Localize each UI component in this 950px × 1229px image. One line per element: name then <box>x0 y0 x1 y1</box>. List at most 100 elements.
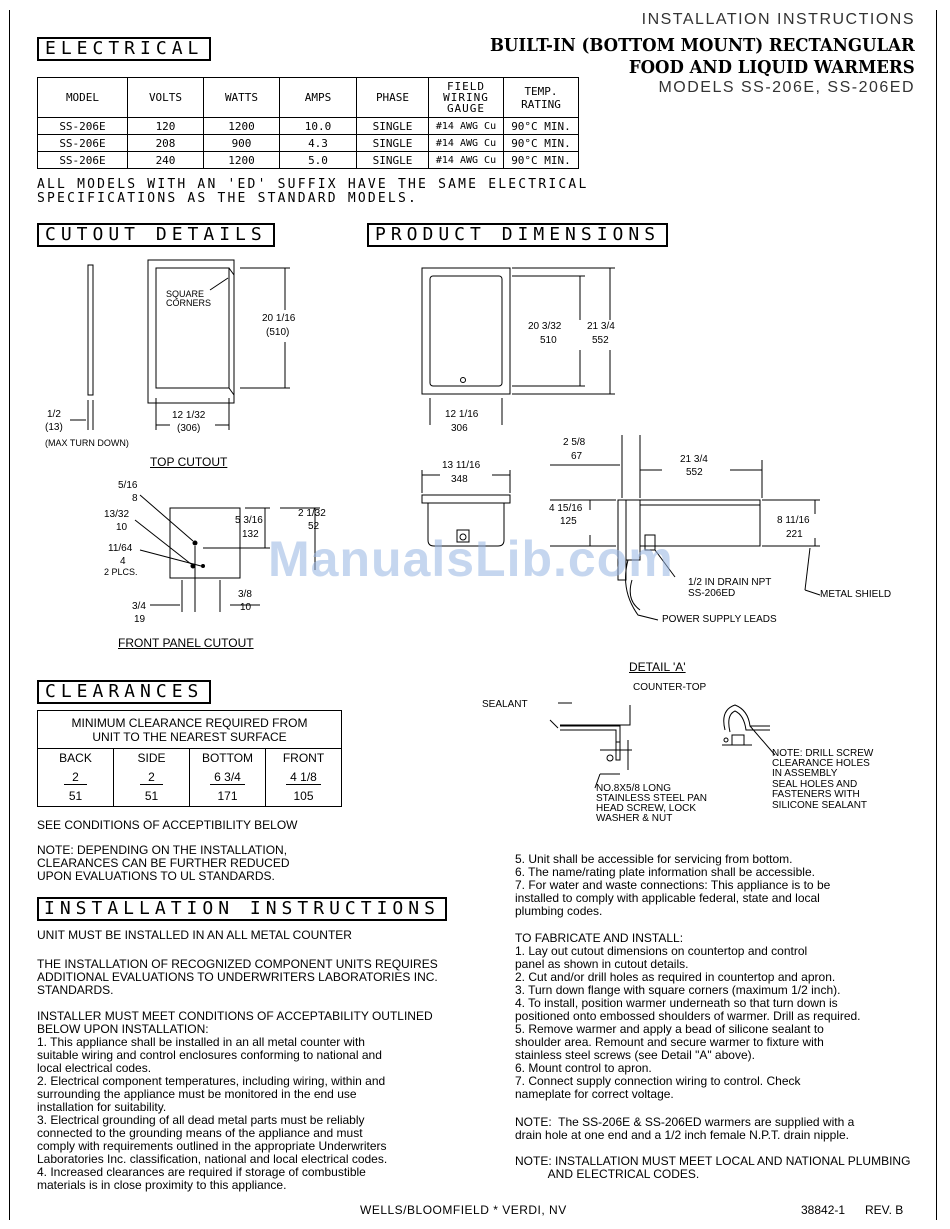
clearance-values-row: BACK 2 51 SIDE 2 51 BOTTOM 6 3/4 171 FRO… <box>37 748 342 807</box>
col-watts: WATTS <box>203 77 280 118</box>
drain-label-2: SS-206ED <box>688 588 736 599</box>
drill-note-5: FASTENERS WITH <box>772 789 860 800</box>
doc-type: INSTALLATION INSTRUCTIONS <box>641 11 915 28</box>
cell: #14 AWG Cu <box>428 134 504 152</box>
countertop-label: COUNTER-TOP <box>633 682 707 693</box>
max-turn-down: (MAX TURN DOWN) <box>45 438 129 448</box>
cell: #14 AWG Cu <box>428 117 504 135</box>
clearance-bottom: BOTTOM 6 3/4 171 <box>189 748 266 807</box>
clearance-side: SIDE 2 51 <box>113 748 190 807</box>
cell: 10.0 <box>279 117 357 135</box>
cutout-panel-outer <box>147 259 235 404</box>
drill-note-3: IN ASSEMBLY <box>772 768 838 779</box>
side-mm: 51 <box>144 789 159 803</box>
doc-title-line1: BUILT-IN (BOTTOM MOUNT) RECTANGULAR <box>490 35 915 56</box>
cell: 208 <box>127 134 204 152</box>
cutout-drawing <box>70 259 320 612</box>
doc-title-line2: FOOD AND LIQUID WARMERS <box>629 57 915 78</box>
clearance-header-row: MINIMUM CLEARANCE REQUIRED FROM UNIT TO … <box>37 710 342 749</box>
cell: SINGLE <box>356 134 429 152</box>
clearance-back: BACK 2 51 <box>37 748 114 807</box>
clearance-caption: MINIMUM CLEARANCE REQUIRED FROM UNIT TO … <box>37 710 342 749</box>
install-p3: INSTALLER MUST MEET CONDITIONS OF ACCEPT… <box>37 1009 433 1192</box>
top-cutout-label: TOP CUTOUT <box>150 455 228 469</box>
power-leads-label: POWER SUPPLY LEADS <box>662 614 777 625</box>
col-front: FRONT <box>282 751 325 765</box>
prod-width-in: 12 1/16 <box>445 409 479 420</box>
side-in: 2 <box>140 770 163 785</box>
drill-note-2: CLEARANCE HOLES <box>772 758 870 769</box>
v2-mm: 10 <box>240 602 252 613</box>
v1-in: 3/4 <box>132 601 146 612</box>
drain-label-1: 1/2 IN DRAIN NPT <box>688 577 772 588</box>
bottom-in: 6 3/4 <box>210 770 245 785</box>
dia3-note: 2 PLCS. <box>104 567 138 577</box>
side-s2-mm: 552 <box>686 467 703 478</box>
footer-company: WELLS/BLOOMFIELD * VERDI, NV <box>360 1203 567 1217</box>
h2-mm: 52 <box>308 521 320 532</box>
right-p3: NOTE: The SS-206E & SS-206ED warmers are… <box>515 1115 855 1142</box>
len2-in: 21 3/4 <box>587 321 615 332</box>
install-p1: UNIT MUST BE INSTALLED IN AN ALL METAL C… <box>37 928 352 942</box>
cell: SINGLE <box>356 117 429 135</box>
front-mm: 105 <box>293 789 314 803</box>
screw-2: STAINLESS STEEL PAN <box>596 793 707 804</box>
detail-a-title: DETAIL 'A' <box>629 660 686 674</box>
table-row: SS-206E 240 1200 5.0 SINGLE #14 AWG Cu 9… <box>37 151 579 169</box>
col-volts: VOLTS <box>127 77 204 118</box>
installation-heading: INSTALLATION INSTRUCTIONS <box>37 897 447 921</box>
doc-models: MODELS SS-206E, SS-206ED <box>658 79 915 96</box>
electrical-note-1: ALL MODELS WITH AN 'ED' SUFFIX HAVE THE … <box>37 177 589 192</box>
cell: SS-206E <box>37 117 128 135</box>
cell: #14 AWG Cu <box>428 151 504 169</box>
side-s1-in: 2 5/8 <box>563 437 586 448</box>
cell: 4.3 <box>279 134 357 152</box>
back-in: 2 <box>64 770 87 785</box>
cutout-height-mm: (510) <box>266 327 290 338</box>
drill-note-6: SILICONE SEALANT <box>772 800 868 811</box>
right-p4: NOTE: INSTALLATION MUST MEET LOCAL AND N… <box>515 1154 911 1181</box>
product-heading: PRODUCT DIMENSIONS <box>367 223 669 247</box>
see-conditions: SEE CONDITIONS OF ACCEPTIBILITY BELOW <box>37 818 298 832</box>
clearance-note-1: NOTE: DEPENDING ON THE INSTALLATION, <box>37 843 288 857</box>
col-field-wiring: FIELD WIRING GAUGE <box>428 77 504 118</box>
detail-a-drawing <box>549 702 776 789</box>
col-amps: AMPS <box>279 77 357 118</box>
prod-w2-mm: 348 <box>451 474 468 485</box>
front-panel-label: FRONT PANEL CUTOUT <box>118 636 254 650</box>
prod-w2-in: 13 11/16 <box>442 460 481 471</box>
drill-note-4: SEAL HOLES AND <box>772 779 858 790</box>
metal-shield-label: METAL SHIELD <box>820 589 892 600</box>
h1-mm: 132 <box>242 529 259 540</box>
prod-width-mm: 306 <box>451 423 468 434</box>
square-corners-1: SQUARE <box>166 289 205 299</box>
footer-rev: REV. B <box>865 1203 904 1217</box>
watermark: ManualsLib.com <box>268 531 674 587</box>
turn-down-in: 1/2 <box>47 409 61 420</box>
side-s2-in: 21 3/4 <box>680 454 708 465</box>
table-row: SS-206E 208 900 4.3 SINGLE #14 AWG Cu 90… <box>37 134 579 152</box>
col-model: MODEL <box>37 77 128 118</box>
cell: SS-206E <box>37 134 128 152</box>
bottom-mm: 171 <box>217 789 238 803</box>
cutout-heading: CUTOUT DETAILS <box>37 223 275 247</box>
dia1-mm: 8 <box>132 493 138 504</box>
min-line-1: MINIMUM CLEARANCE REQUIRED FROM <box>71 715 308 730</box>
electrical-header-row: MODEL VOLTS WATTS AMPS PHASE FIELD WIRIN… <box>37 77 579 118</box>
cell: 900 <box>203 134 280 152</box>
turn-down-mm: (13) <box>45 422 63 433</box>
clearance-front: FRONT 4 1/8 105 <box>265 748 342 807</box>
table-row: SS-206E 120 1200 10.0 SINGLE #14 AWG Cu … <box>37 117 579 135</box>
product-top-view-inner <box>429 275 503 387</box>
side-s4-mm: 221 <box>786 529 803 540</box>
v1-mm: 19 <box>134 614 146 625</box>
cell: 1200 <box>203 117 280 135</box>
cell: 90°C MIN. <box>503 151 579 169</box>
drill-note-1: NOTE: DRILL SCREW <box>772 748 874 759</box>
clearance-note-2: CLEARANCES CAN BE FURTHER REDUCED <box>37 856 290 870</box>
cutout-side-profile <box>87 264 94 396</box>
side-s4-in: 8 11/16 <box>777 515 810 526</box>
back-mm: 51 <box>68 789 83 803</box>
square-corners-2: CORNERS <box>166 298 212 308</box>
cell: 90°C MIN. <box>503 117 579 135</box>
